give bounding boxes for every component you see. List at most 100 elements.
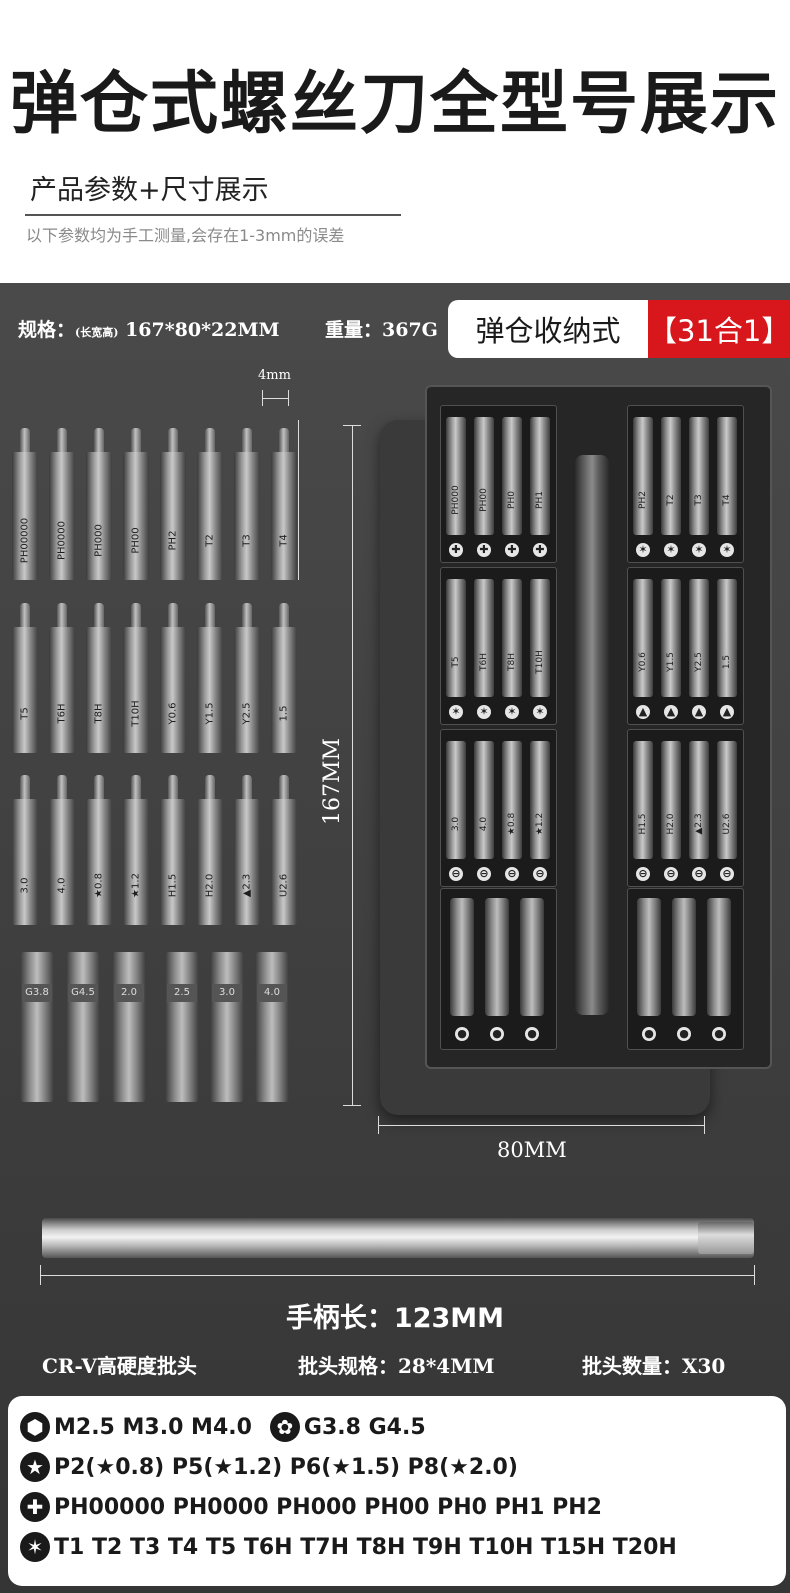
tray-bit-right_low-0 xyxy=(633,741,653,859)
tray-bit-type-icon: ⊖ xyxy=(533,867,547,881)
spec-weight: 重量：367G xyxy=(325,315,438,342)
tray-bit-type-icon: ▲ xyxy=(720,705,734,719)
tray-bit-label: H2.0 xyxy=(666,813,676,835)
tray-bit-right_low-2 xyxy=(689,741,709,859)
loose-bit-row3-1-tip xyxy=(57,775,67,805)
tray-bit-left_low-0 xyxy=(446,741,466,859)
loose-bit-row2-6 xyxy=(234,627,260,753)
tray-bit-label: T8H xyxy=(507,653,517,671)
loose-bit-row3-2 xyxy=(86,799,112,925)
loose-bit-row1-6 xyxy=(234,452,260,580)
tray-bit-type-icon: ✚ xyxy=(533,543,547,557)
loose-bit-row3-1-label: 4.0 xyxy=(56,877,68,894)
loose-socket-1: G4.5 xyxy=(66,952,100,1102)
loose-socket-0: G3.8 xyxy=(20,952,54,1102)
tray-bit-label: T2 xyxy=(666,494,676,506)
loose-bit-row3-4 xyxy=(160,799,186,925)
loose-bit-row1-4-label: PH2 xyxy=(167,530,179,551)
tray-socket-0-2 xyxy=(520,898,544,1016)
tray-bit-right_low-1 xyxy=(661,741,681,859)
spec-weight-value: 367G xyxy=(382,319,438,341)
bit-width-line xyxy=(262,398,288,399)
tray-bit-type-icon: ⊖ xyxy=(449,867,463,881)
loose-bit-row3-1 xyxy=(49,799,75,925)
tray-bit-label: PH0 xyxy=(507,491,517,509)
loose-bit-row1-7-tip xyxy=(279,428,289,458)
loose-bit-row3-2-label: ★0.8 xyxy=(93,873,105,898)
spec-weight-label: 重量： xyxy=(325,319,383,341)
tray-bit-label: T6H xyxy=(479,653,489,671)
loose-bit-row2-1-tip xyxy=(57,603,67,633)
phillips-cross-icon: ✚ xyxy=(20,1492,50,1522)
tray-socket-type-icon: ● xyxy=(712,1027,726,1041)
tray-socket-type-icon: ● xyxy=(642,1027,656,1041)
loose-bit-row2-2 xyxy=(86,627,112,753)
loose-bit-row1-5 xyxy=(197,452,223,580)
loose-socket-2: 2.0 xyxy=(112,952,146,1102)
tray-bit-label: 1.5 xyxy=(722,654,732,670)
case-width-tick-right xyxy=(704,1116,705,1134)
loose-bit-row2-0-tip xyxy=(20,603,30,633)
loose-socket-3: 2.5 xyxy=(165,952,199,1102)
loose-bit-row3-4-tip xyxy=(168,775,178,805)
loose-bit-row2-2-tip xyxy=(94,603,104,633)
bit-spec-label: 批头规格：28*4MM xyxy=(298,1354,495,1378)
loose-bit-row3-6-tip xyxy=(242,775,252,805)
bit-width-tick-right xyxy=(288,390,289,406)
loose-bit-row2-0-label: T5 xyxy=(19,707,31,720)
tray-bit-right_mid-2 xyxy=(689,579,709,697)
loose-bit-row1-2 xyxy=(86,452,112,580)
loose-socket-label: 2.5 xyxy=(167,984,197,1002)
loose-bit-row2-4-tip xyxy=(168,603,178,633)
loose-bit-row2-3-label: T10H xyxy=(130,700,142,727)
loose-bit-row2-5-tip xyxy=(205,603,215,633)
star-icon: ★ xyxy=(20,1452,50,1482)
loose-bit-row1-6-label: T3 xyxy=(241,534,253,547)
tray-socket-type-icon: ● xyxy=(525,1027,539,1041)
loose-socket-5: 4.0 xyxy=(255,952,289,1102)
loose-bit-row3-0 xyxy=(12,799,38,925)
tray-socket-1-0 xyxy=(637,898,661,1016)
gear-socket-icon: ✿ xyxy=(269,1412,300,1442)
tray-bit-left_mid-3 xyxy=(530,579,550,697)
loose-bit-row3-7 xyxy=(271,799,297,925)
loose-bit-row3-5-tip xyxy=(205,775,215,805)
loose-bit-row3-3-label: ★1.2 xyxy=(130,873,142,898)
loose-bit-row3-7-label: U2.6 xyxy=(278,873,290,898)
tray-bit-label: Y2.5 xyxy=(694,652,704,672)
tray-socket-type-icon: ● xyxy=(677,1027,691,1041)
tray-bit-label: Y0.6 xyxy=(638,652,648,672)
loose-bit-row2-2-label: T8H xyxy=(93,703,105,724)
tray-bit-right_top-3 xyxy=(717,417,737,535)
tray-bit-type-icon: ⊖ xyxy=(636,867,650,881)
loose-bit-row3-2-tip xyxy=(94,775,104,805)
tray-bit-left_mid-1 xyxy=(474,579,494,697)
tray-bit-type-icon: ⊖ xyxy=(477,867,491,881)
legend-row-torx: ✶ T1 T2 T3 T4 T5 T6H T7H T8H T9H T10H T1… xyxy=(20,1532,677,1562)
loose-bit-row3-5 xyxy=(197,799,223,925)
tray-bit-right_top-2 xyxy=(689,417,709,535)
legend-torx-sizes: T1 T2 T3 T4 T5 T6H T7H T8H T9H T10H T15H… xyxy=(54,1534,677,1560)
screwdriver-handle xyxy=(42,1218,754,1258)
tray-bit-type-icon: ▲ xyxy=(664,705,678,719)
tray-bit-label: PH000 xyxy=(451,485,461,515)
legend-row-phillips: ✚ PH00000 PH0000 PH000 PH00 PH0 PH1 PH2 xyxy=(20,1492,602,1522)
tray-bit-right_mid-1 xyxy=(661,579,681,697)
loose-bit-row2-6-tip xyxy=(242,603,252,633)
tray-bit-type-icon: ✶ xyxy=(505,705,519,719)
subtitle-underline xyxy=(25,214,401,216)
tray-bit-label: PH1 xyxy=(535,491,545,509)
tray-socket-type-icon: ● xyxy=(490,1027,504,1041)
handle-length-tick-left xyxy=(40,1265,41,1285)
loose-socket-label: G4.5 xyxy=(68,984,98,1002)
tray-bit-type-icon: ⊖ xyxy=(664,867,678,881)
loose-bit-row1-7-label: T4 xyxy=(278,534,290,547)
loose-socket-label: 3.0 xyxy=(212,984,242,1002)
loose-bit-row2-5 xyxy=(197,627,223,753)
tray-bit-type-icon: ✶ xyxy=(692,543,706,557)
loose-bit-row3-3 xyxy=(123,799,149,925)
page-title: 弹仓式螺丝刀全型号展示 xyxy=(9,65,780,144)
tray-bit-right_mid-0 xyxy=(633,579,653,697)
handle-length-line xyxy=(40,1275,754,1276)
case-width-line xyxy=(378,1125,704,1126)
